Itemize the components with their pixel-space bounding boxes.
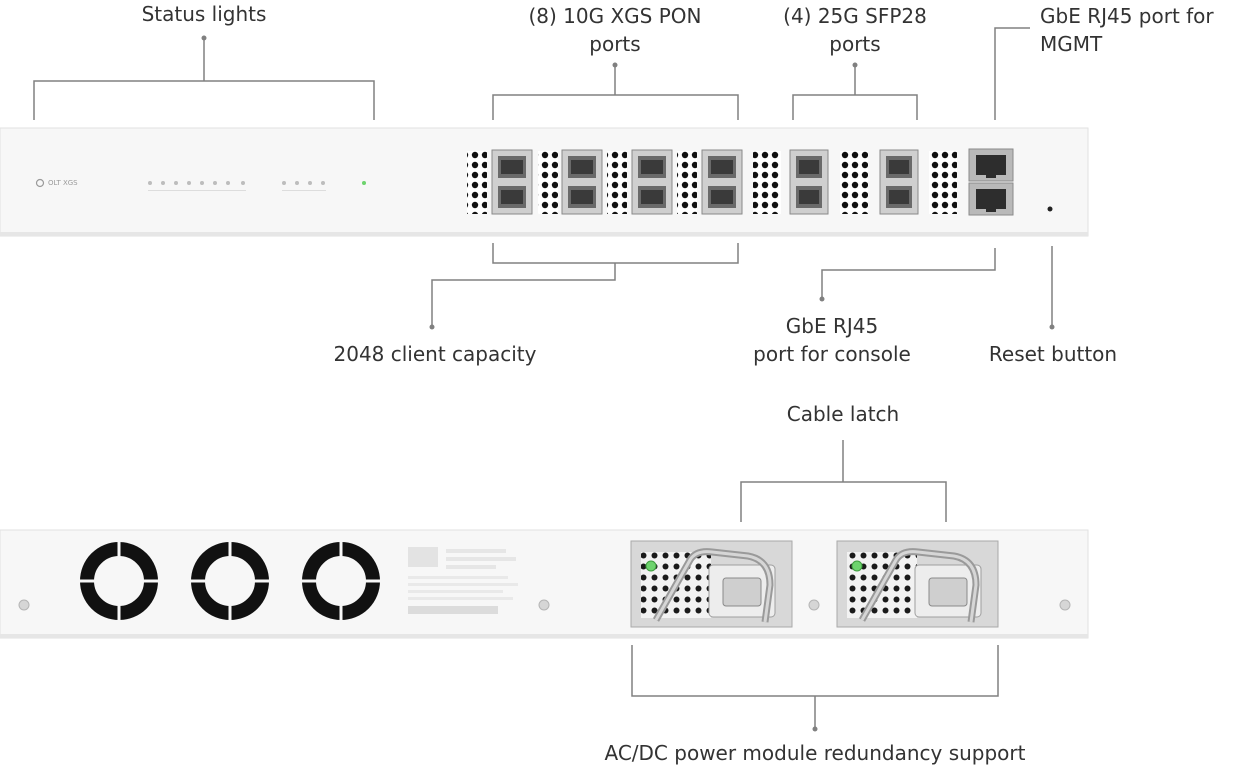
power-supply-module[interactable] — [630, 540, 793, 628]
front-vent — [840, 151, 868, 214]
status-lights-label: Status lights — [141, 2, 267, 26]
certification-marks-icon — [408, 606, 498, 614]
sfp28-ports-label-line2: ports — [829, 32, 881, 56]
front-vent — [467, 151, 487, 214]
pon-port-cage[interactable] — [701, 149, 743, 215]
power-supply-module[interactable] — [836, 540, 999, 628]
sfp28-ports-label: (4) 25G SFP28 ports — [760, 2, 950, 58]
psu-status-led — [645, 560, 657, 572]
model-badge — [35, 178, 45, 188]
rating-label — [408, 547, 518, 614]
rj45-port-mgmt[interactable] — [968, 148, 1014, 182]
pon-ports — [491, 149, 743, 215]
callout-lines-rear — [631, 440, 999, 728]
front-vent — [607, 151, 627, 214]
front-vent — [677, 151, 697, 214]
console-port-label-line1: GbE RJ45 — [785, 314, 879, 338]
pon-port-cage[interactable] — [631, 149, 673, 215]
pon-ports-label-line2: ports — [589, 32, 641, 56]
pon-port-cage[interactable] — [491, 149, 533, 215]
fan-grille-icon — [190, 541, 270, 621]
screw-icon — [538, 599, 550, 611]
pon-ports-label-line1: (8) 10G XGS PON — [528, 4, 702, 28]
client-capacity-label: 2048 client capacity — [333, 342, 537, 366]
fan-grille-icon — [301, 541, 381, 621]
sfp28-ports — [789, 149, 919, 215]
front-vent — [753, 151, 781, 214]
screw-icon — [18, 599, 30, 611]
rj45-port-console[interactable] — [968, 182, 1014, 216]
sfp28-ports-label-line1: (4) 25G SFP28 — [783, 4, 927, 28]
sfp28-port-cage[interactable] — [789, 149, 829, 215]
mgmt-port-label-line2: MGMT — [1040, 32, 1103, 56]
model-badge-label: OLT XGS — [48, 179, 78, 187]
front-vent — [538, 151, 558, 214]
status-led-active — [362, 181, 366, 185]
reset-button-label: Reset button — [988, 342, 1118, 366]
callout-dots-rear — [812, 726, 818, 732]
power-led-icon — [35, 178, 45, 188]
callout-lines-front — [33, 27, 1053, 326]
sfp28-port-cage[interactable] — [879, 149, 919, 215]
reset-button[interactable] — [1047, 206, 1053, 212]
fan-grille-icon — [79, 541, 159, 621]
front-vent — [929, 151, 957, 214]
mgmt-port-label-line1: GbE RJ45 port for — [1040, 4, 1214, 28]
console-port-label: GbE RJ45 port for console — [732, 312, 932, 368]
cable-latch-label: Cable latch — [786, 402, 900, 426]
front-panel — [0, 127, 1089, 237]
callout-dots-front — [201, 35, 1055, 330]
screw-icon — [1059, 599, 1071, 611]
power-redundancy-label: AC/DC power module redundancy support — [604, 741, 1026, 765]
status-lights — [148, 181, 366, 191]
screw-icon — [808, 599, 820, 611]
psu-status-led — [851, 560, 863, 572]
rear-panel — [0, 529, 1089, 639]
mgmt-port-label: GbE RJ45 port for MGMT — [1040, 2, 1214, 58]
console-port-label-line2: port for console — [753, 342, 911, 366]
pon-port-cage[interactable] — [561, 149, 603, 215]
pon-ports-label: (8) 10G XGS PON ports — [490, 2, 740, 58]
